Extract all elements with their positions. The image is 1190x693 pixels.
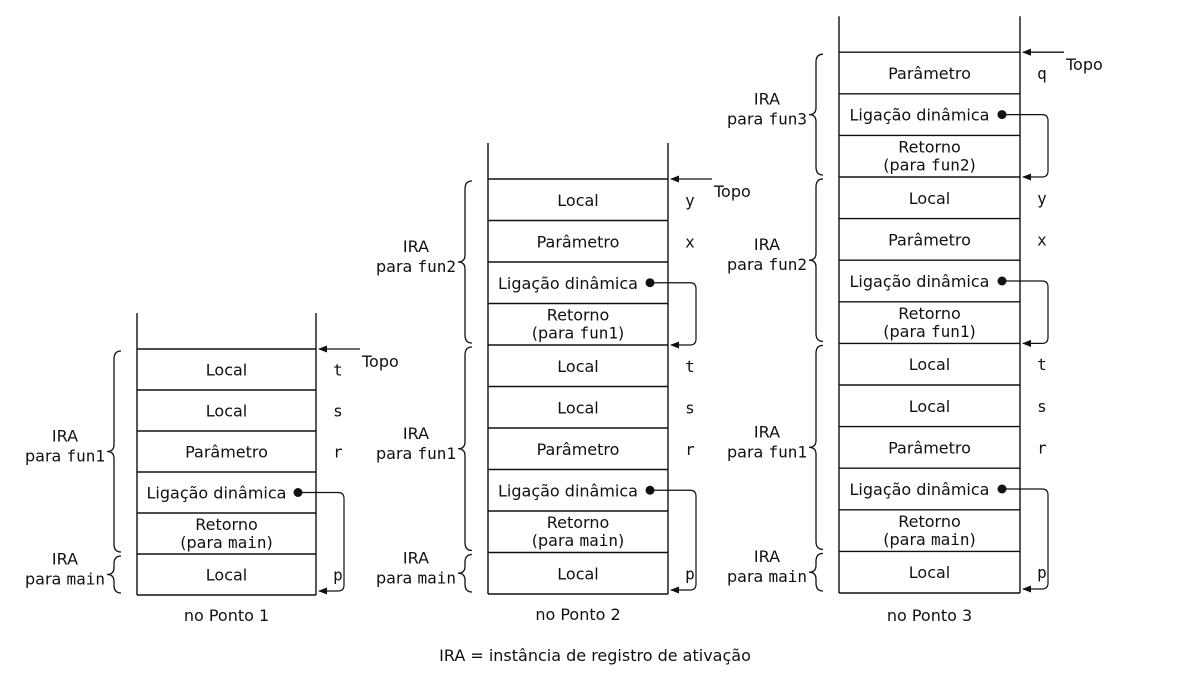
cell-dynamic-link: Ligação dinâmica (850, 480, 990, 499)
cell-label: Local (206, 402, 247, 421)
cell-label: Parâmetro (537, 440, 620, 459)
top-label: Topo (361, 352, 399, 371)
variable-name: y (685, 191, 695, 210)
cell-label: Parâmetro (888, 438, 971, 457)
cell-label: Local (557, 357, 598, 376)
cell-label: Local (909, 563, 950, 582)
cell-return-label: Retorno (547, 513, 610, 532)
cell-dynamic-link: Ligação dinâmica (498, 274, 638, 293)
cell-return-target: (para fun2) (883, 155, 975, 174)
dynamic-link-arrow (650, 489, 697, 594)
cell-label: Local (909, 397, 950, 416)
variable-name: p (685, 564, 695, 583)
variable-name: t (1037, 355, 1047, 374)
cell-label: Parâmetro (888, 230, 971, 249)
variable-name: p (1037, 563, 1047, 582)
dynamic-link-arrow (1002, 280, 1049, 347)
variable-name: s (333, 402, 343, 421)
ira-label: IRA (403, 424, 429, 443)
dynamic-link-arrow (650, 282, 697, 349)
cell-dynamic-link: Ligação dinâmica (850, 106, 990, 125)
dynamic-link-arrow (1002, 114, 1049, 181)
variable-name: s (685, 398, 695, 417)
top-label: Topo (713, 182, 751, 201)
record-brace (808, 53, 824, 176)
ira-owner: para fun2 (727, 255, 807, 274)
record-brace (808, 344, 824, 551)
ira-owner: para fun1 (25, 447, 105, 466)
cell-return-label: Retorno (898, 304, 961, 323)
cell-return-label: Retorno (195, 515, 258, 534)
cell-label: Parâmetro (185, 443, 268, 462)
ira-label: IRA (754, 90, 780, 109)
ira-owner: para main (727, 567, 807, 586)
variable-name: x (1037, 230, 1047, 249)
variable-name: t (333, 361, 343, 380)
cell-dynamic-link: Ligação dinâmica (850, 272, 990, 291)
cell-label: Parâmetro (537, 232, 620, 251)
variable-name: q (1037, 64, 1047, 83)
variable-name: r (685, 440, 695, 459)
record-brace (457, 180, 473, 344)
cell-label: Local (557, 191, 598, 210)
cell-return-target: (para fun1) (532, 324, 624, 343)
ira-label: IRA (754, 235, 780, 254)
cell-label: Local (909, 189, 950, 208)
variable-name: t (685, 357, 695, 376)
cell-dynamic-link: Ligação dinâmica (498, 481, 638, 500)
stack-caption: no Ponto 2 (535, 605, 620, 624)
cell-return-target: (para main) (532, 531, 624, 550)
cell-return-target: (para main) (883, 530, 975, 549)
record-brace (457, 553, 473, 593)
cell-label: Parâmetro (888, 64, 971, 83)
cell-label: Local (557, 398, 598, 417)
ira-owner: para fun2 (376, 257, 456, 276)
dynamic-link-arrow (1002, 488, 1049, 593)
ira-label: IRA (52, 550, 78, 569)
legend-text: IRA = instância de registro de ativação (439, 646, 751, 665)
ira-owner: para main (25, 570, 105, 589)
stack-caption: no Ponto 1 (184, 606, 269, 625)
stack-caption: no Ponto 3 (887, 606, 972, 625)
cell-return-label: Retorno (898, 137, 961, 156)
record-brace (106, 555, 122, 594)
ira-owner: para main (376, 568, 456, 587)
variable-name: y (1037, 189, 1047, 208)
top-label: Topo (1065, 55, 1103, 74)
ira-owner: para fun3 (727, 110, 807, 129)
ira-label: IRA (403, 548, 429, 567)
record-brace (457, 346, 473, 552)
variable-name: r (333, 443, 343, 462)
variable-name: x (685, 232, 695, 251)
cell-label: Local (909, 355, 950, 374)
dynamic-link-arrow (298, 491, 345, 595)
ira-label: IRA (403, 237, 429, 256)
record-brace (808, 552, 824, 592)
record-brace (106, 350, 122, 553)
cell-dynamic-link: Ligação dinâmica (147, 484, 287, 503)
ira-label: IRA (754, 422, 780, 441)
cell-label: Local (206, 361, 247, 380)
variable-name: s (1037, 397, 1047, 416)
ira-owner: para fun1 (727, 442, 807, 461)
record-brace (808, 178, 824, 343)
ira-label: IRA (754, 547, 780, 566)
cell-return-target: (para fun1) (883, 322, 975, 341)
cell-label: Local (557, 564, 598, 583)
cell-return-target: (para main) (180, 533, 272, 552)
cell-return-label: Retorno (898, 512, 961, 531)
cell-return-label: Retorno (547, 306, 610, 325)
variable-name: p (333, 566, 343, 585)
ira-owner: para fun1 (376, 444, 456, 463)
variable-name: r (1037, 438, 1047, 457)
ira-label: IRA (52, 427, 78, 446)
cell-label: Local (206, 566, 247, 585)
